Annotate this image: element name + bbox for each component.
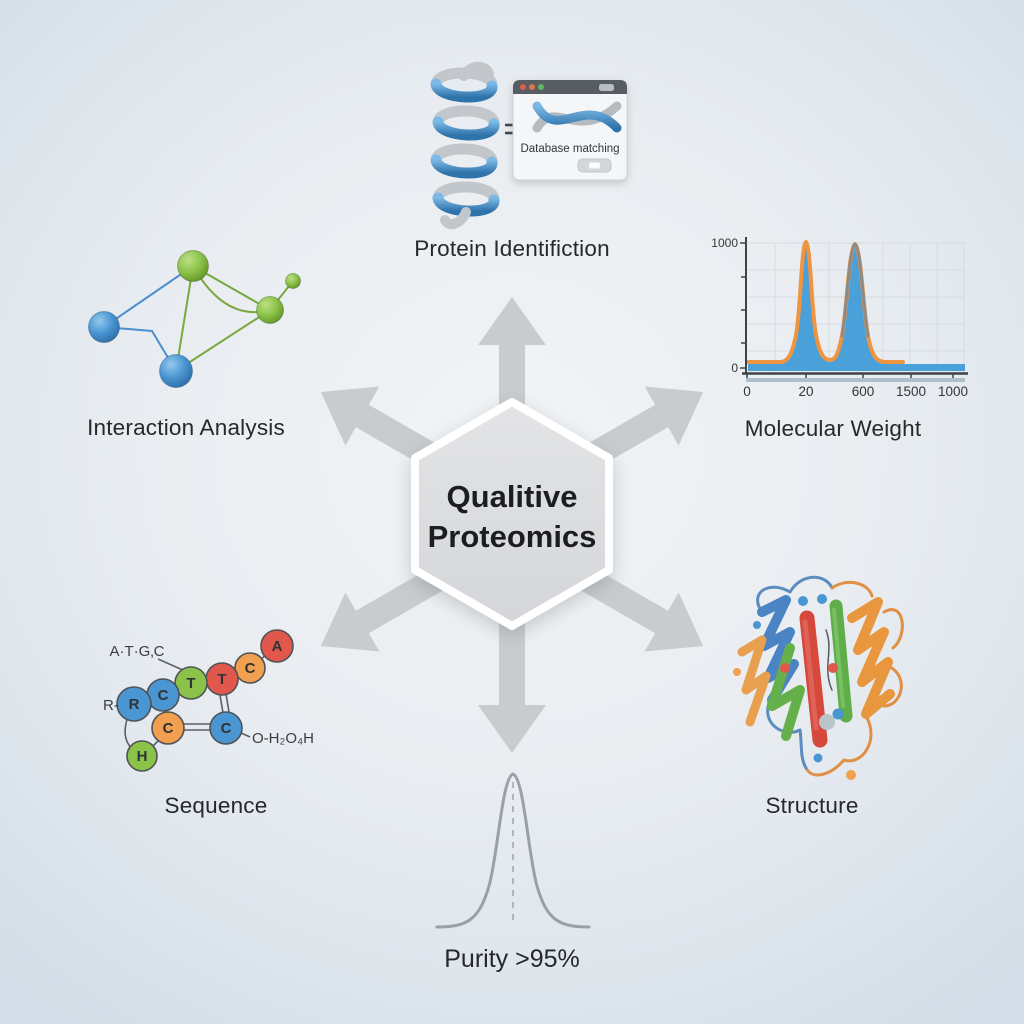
network-node-green-top bbox=[177, 250, 209, 282]
svg-text:H: H bbox=[137, 748, 148, 765]
network-node-blue-bottom bbox=[159, 354, 193, 388]
chart-outline-gray-peak2 bbox=[840, 242, 870, 338]
svg-text:C: C bbox=[245, 660, 256, 677]
y-tick-1000: 1000 bbox=[711, 236, 738, 250]
sequence-group: A C T T C R C C H A·T·G‚C R- O-H₂O₄H Seq… bbox=[103, 629, 314, 818]
center-title-line2: Proteomics bbox=[428, 519, 597, 554]
hexagon-shape bbox=[411, 398, 613, 630]
network-node-blue-left bbox=[88, 311, 120, 343]
window-button-glyph bbox=[589, 162, 600, 169]
svg-text:A: A bbox=[272, 638, 283, 655]
network-node-green-small bbox=[285, 273, 301, 289]
sequence-label: Sequence bbox=[165, 793, 268, 818]
sequence-node bbox=[126, 740, 158, 772]
chart-baseline-strip bbox=[746, 378, 965, 382]
molecular-weight-group: 1000 0 0 20 600 1500 1000 Molecular Weig… bbox=[711, 236, 968, 441]
x-tick: 1000 bbox=[938, 384, 968, 399]
svg-text:R: R bbox=[129, 696, 140, 713]
structure-group: Structure bbox=[733, 575, 904, 818]
database-matching-label: Database matching bbox=[520, 143, 619, 155]
x-tick: 1500 bbox=[896, 384, 926, 399]
sequence-node bbox=[174, 666, 208, 700]
interaction-analysis-group: Interaction Analysis bbox=[87, 250, 301, 440]
purity-group: Purity >95% bbox=[435, 772, 591, 973]
sequence-letters: A C T T C R C C H bbox=[129, 638, 283, 765]
protein-structure-icon bbox=[733, 575, 904, 780]
network-node-green-right bbox=[256, 296, 284, 324]
svg-text:C: C bbox=[158, 687, 169, 704]
window-dot-orange bbox=[529, 84, 535, 90]
x-tick: 600 bbox=[852, 384, 875, 399]
window-helix-icon bbox=[532, 101, 622, 133]
sequence-annotation-left: R- bbox=[103, 697, 119, 714]
svg-text:C: C bbox=[221, 720, 232, 737]
x-tick: 20 bbox=[798, 384, 813, 399]
x-tick: 0 bbox=[743, 384, 751, 399]
sequence-annotation-right: O-H₂O₄H bbox=[252, 730, 314, 747]
window-titlebar bbox=[513, 80, 627, 94]
protein-helix-icon bbox=[430, 61, 500, 230]
center-hexagon: Qualitive Proteomics bbox=[411, 398, 613, 630]
sequence-node bbox=[209, 711, 243, 745]
protein-identification-label: Protein Identifiction bbox=[414, 236, 610, 261]
molecular-weight-label: Molecular Weight bbox=[745, 416, 922, 441]
sequence-node bbox=[151, 711, 185, 745]
purity-label: Purity >95% bbox=[444, 945, 580, 973]
sequence-node bbox=[116, 686, 152, 722]
sequence-nodes bbox=[116, 629, 294, 772]
x-tick-labels: 0 20 600 1500 1000 bbox=[743, 384, 968, 399]
protein-identification-group: Database matching Protein Identifiction bbox=[414, 61, 628, 261]
window-dot-green bbox=[538, 84, 544, 90]
arrow-up bbox=[478, 297, 546, 478]
svg-text:T: T bbox=[186, 675, 195, 692]
structure-label: Structure bbox=[765, 793, 858, 818]
network-nodes bbox=[88, 250, 301, 388]
center-title-line1: Qualitive bbox=[447, 479, 578, 514]
window-titlebar-button bbox=[599, 84, 614, 91]
arrow-down bbox=[478, 552, 546, 753]
browser-window: Database matching bbox=[512, 80, 628, 181]
window-dot-red bbox=[520, 84, 526, 90]
svg-text:T: T bbox=[217, 671, 226, 688]
sequence-node bbox=[234, 652, 266, 684]
interaction-analysis-label: Interaction Analysis bbox=[87, 415, 285, 440]
sequence-annotation-top: A·T·G‚C bbox=[110, 643, 165, 660]
y-tick-0: 0 bbox=[731, 361, 738, 375]
sequence-node bbox=[260, 629, 294, 663]
structure-atoms bbox=[733, 594, 856, 780]
chart-area-blue bbox=[748, 244, 965, 371]
purity-curve bbox=[435, 772, 591, 929]
svg-text:C: C bbox=[163, 720, 174, 737]
chart-outline-orange bbox=[746, 240, 905, 364]
